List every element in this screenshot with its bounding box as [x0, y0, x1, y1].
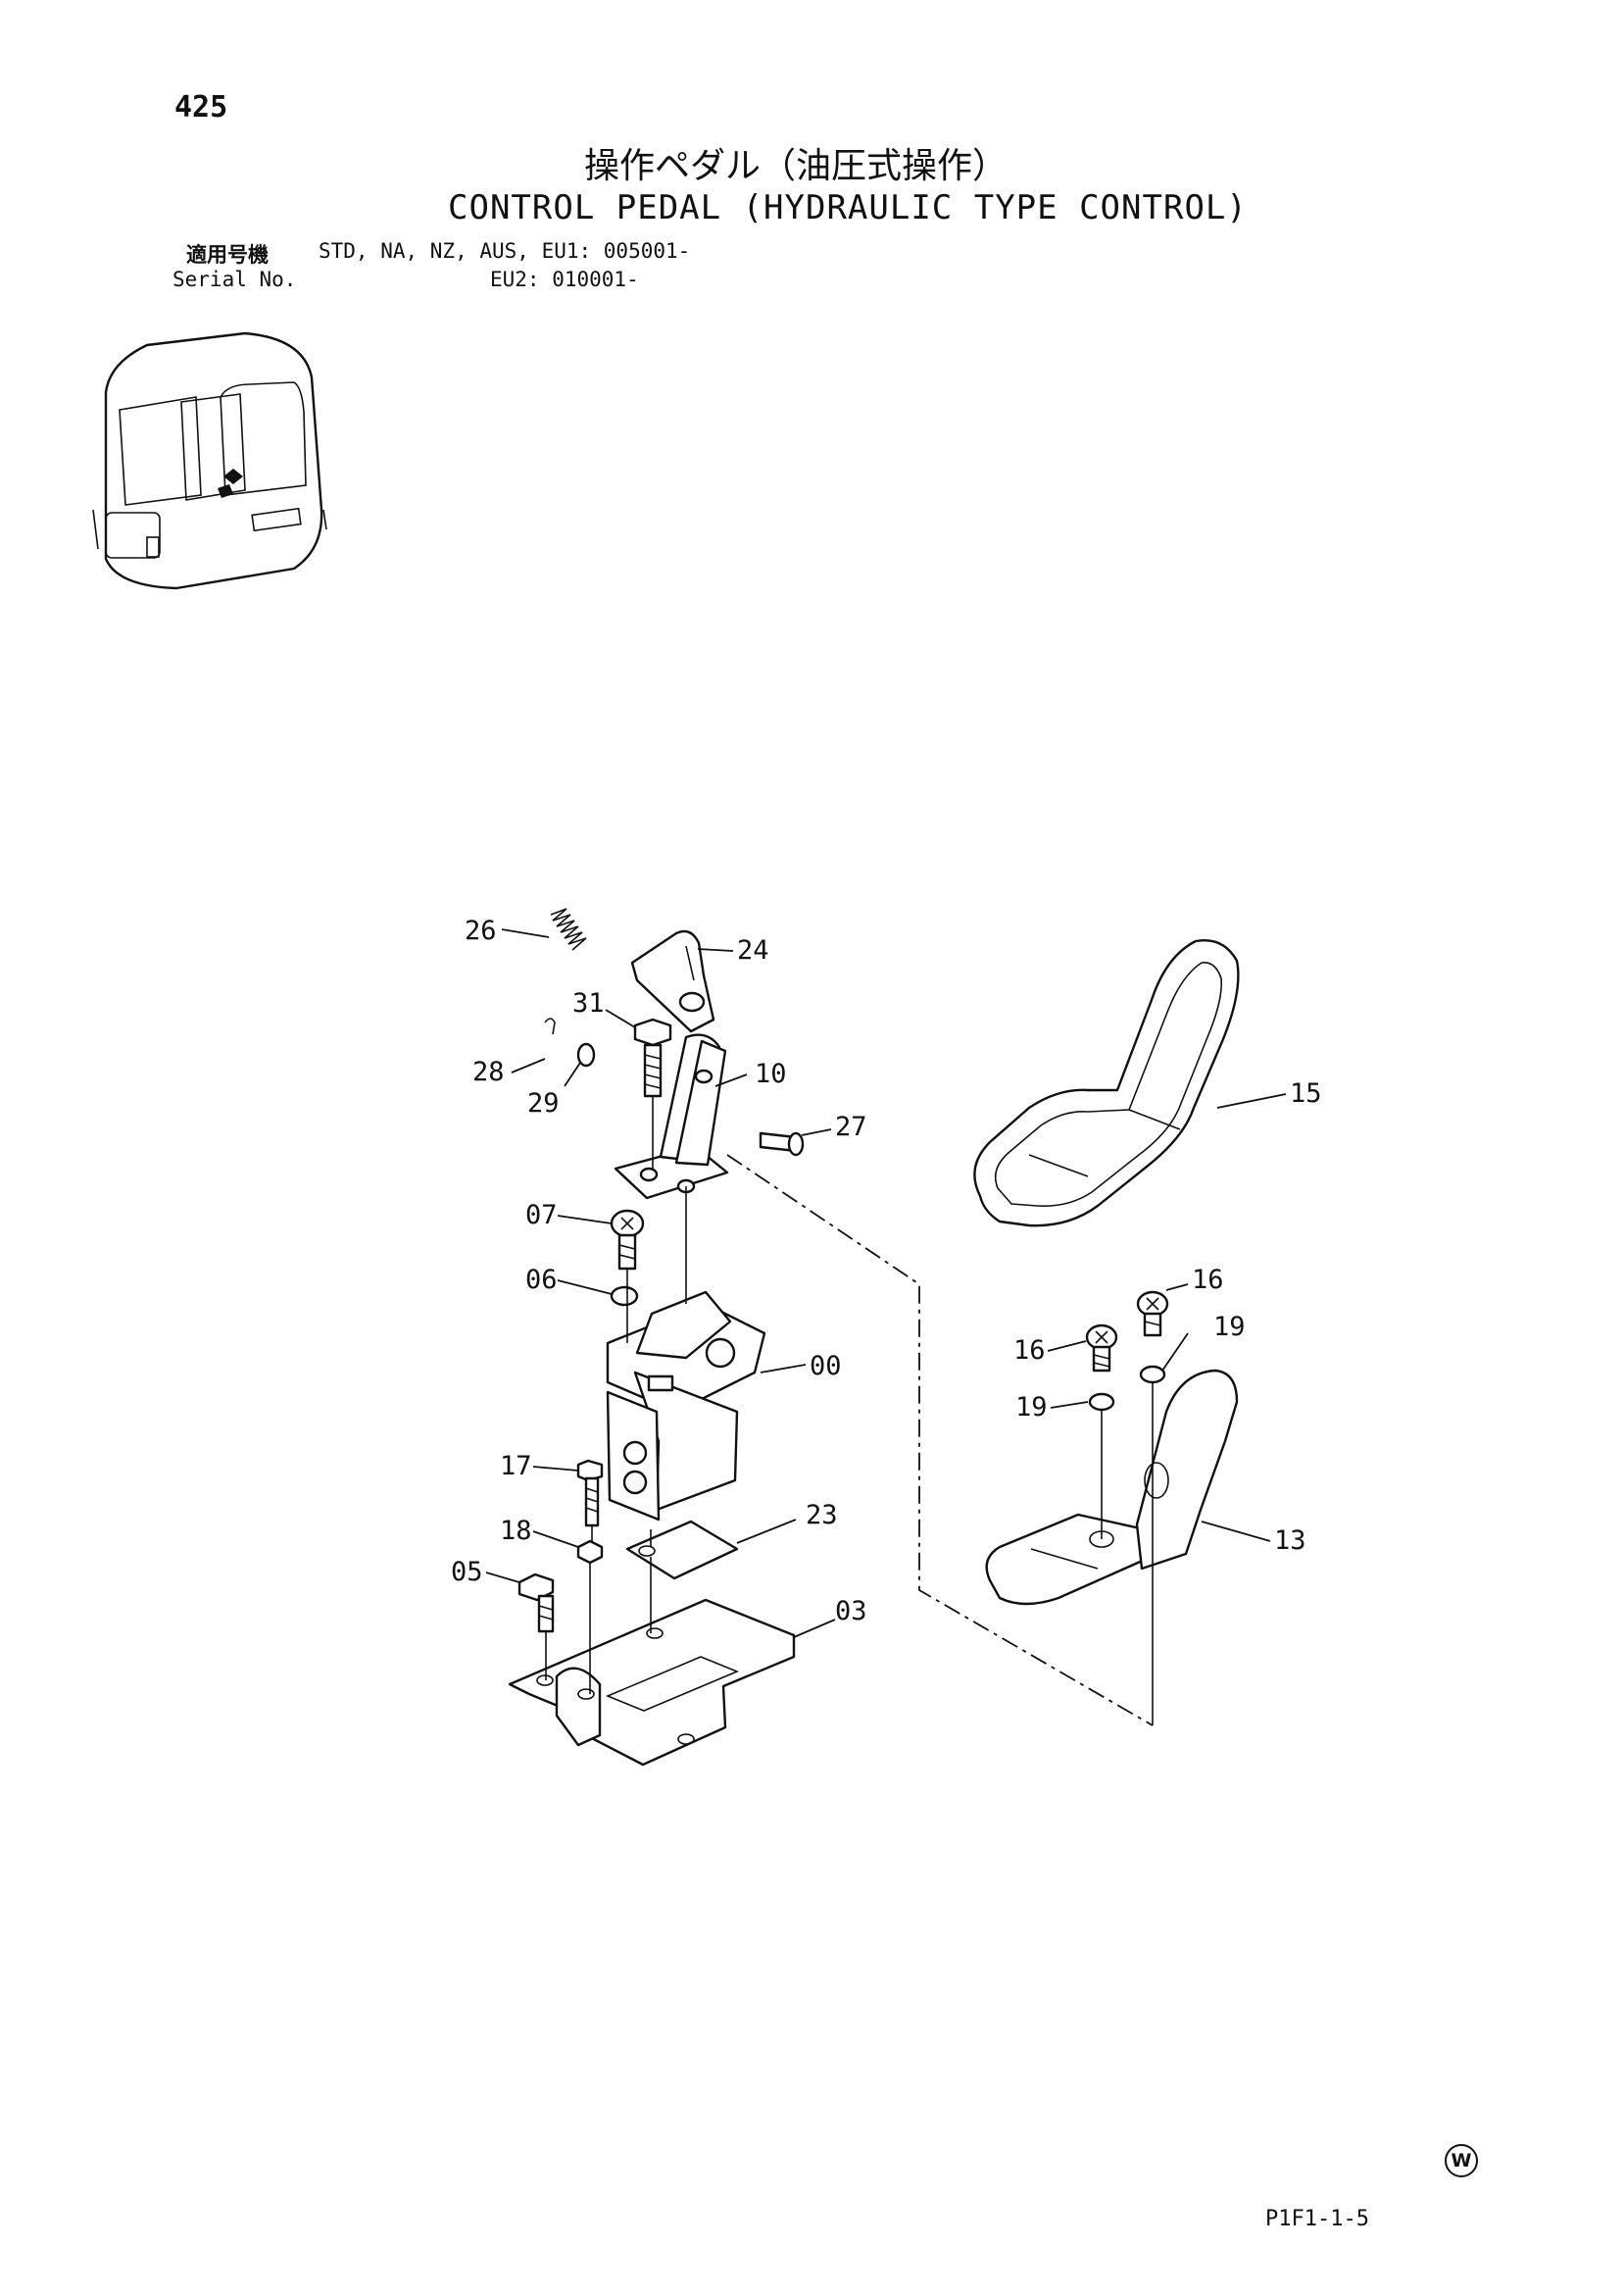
part-16-screw-right: [1136, 1290, 1169, 1337]
callout-10: 10: [755, 1059, 787, 1089]
part-17-bolt: [576, 1459, 604, 1527]
part-23-gasket: [625, 1520, 739, 1580]
callout-16-left: 16: [1013, 1335, 1046, 1366]
title-japanese: 操作ペダル（油圧式操作）: [584, 146, 1009, 186]
figure-code: P1F1-1-5: [1265, 2207, 1369, 2231]
callout-00: 00: [810, 1351, 842, 1381]
callout-31: 31: [572, 988, 605, 1019]
callout-07: 07: [525, 1200, 558, 1230]
serial-range-eu2: EU2: 010001-: [490, 268, 639, 291]
title-english: CONTROL PEDAL (HYDRAULIC TYPE CONTROL): [448, 188, 1248, 227]
part-27-pin: [759, 1131, 805, 1157]
callout-15: 15: [1290, 1078, 1322, 1109]
callout-03: 03: [835, 1596, 867, 1626]
part-06-washer: [610, 1285, 639, 1307]
part-15-pedal-pad: [973, 939, 1240, 1227]
part-05-bolt: [517, 1572, 555, 1633]
serial-label-japanese: 適用号機: [186, 243, 269, 267]
part-26-spring: [550, 908, 587, 951]
callout-13: 13: [1274, 1525, 1306, 1556]
part-16-screw-left: [1085, 1323, 1118, 1373]
callout-06: 06: [525, 1265, 558, 1295]
callout-19-right: 19: [1213, 1312, 1246, 1342]
part-13-pedal-bracket: [985, 1369, 1239, 1606]
callout-29: 29: [527, 1088, 560, 1119]
circled-w-mark: W: [1445, 2144, 1478, 2177]
callout-27: 27: [835, 1112, 867, 1142]
serial-range-std: STD, NA, NZ, AUS, EU1: 005001-: [319, 239, 691, 263]
callout-19-left: 19: [1015, 1392, 1048, 1423]
leader-lines: [485, 928, 1287, 1638]
callout-24: 24: [737, 935, 769, 966]
part-00-pilot-valve: [606, 1290, 766, 1522]
part-28-pin: [544, 1018, 556, 1035]
callout-18: 18: [500, 1516, 532, 1546]
callout-23: 23: [806, 1500, 838, 1530]
part-07-screw: [610, 1209, 645, 1271]
part-19-washer-left: [1088, 1392, 1115, 1412]
part-29-washer: [576, 1042, 596, 1068]
callout-05: 05: [451, 1557, 483, 1587]
part-03-base-plate: [508, 1598, 796, 1767]
part-18-nut: [576, 1539, 604, 1565]
part-24-lever: [630, 929, 715, 1033]
page-number: 425: [174, 90, 228, 125]
callout-28: 28: [472, 1057, 505, 1087]
cab-location-thumbnail: [92, 331, 327, 590]
serial-label-english: Serial No.: [172, 268, 297, 291]
callout-17: 17: [500, 1451, 532, 1481]
part-10-bracket: [614, 1033, 729, 1200]
callout-16-right: 16: [1192, 1265, 1224, 1295]
part-19-washer-right: [1139, 1365, 1166, 1384]
assembly-line-valve-to-pedal: [726, 1154, 1154, 1726]
part-31-bolt: [633, 1018, 672, 1098]
callout-26: 26: [465, 916, 497, 946]
